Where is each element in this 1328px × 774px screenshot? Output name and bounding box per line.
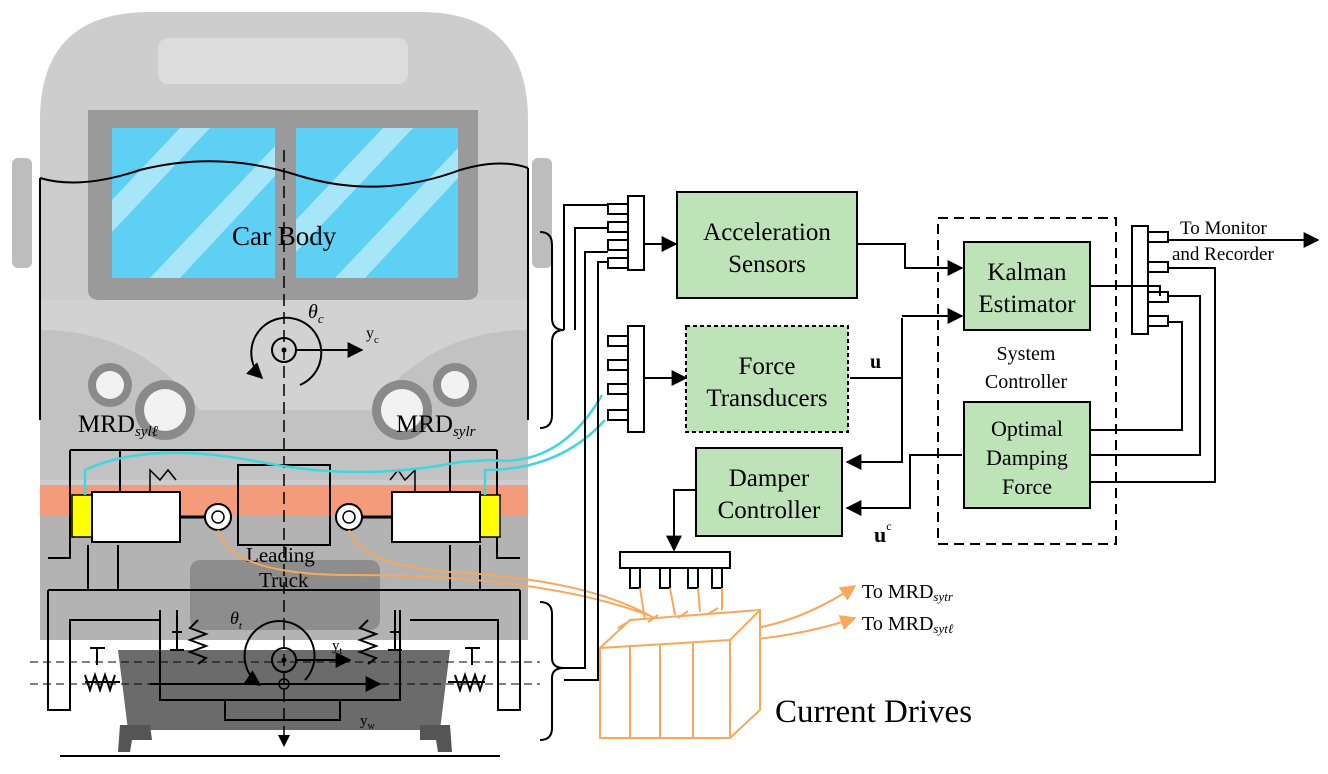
yc-label: yc bbox=[366, 325, 379, 346]
to-mrd-sytl-label: To MRDsytℓ bbox=[862, 613, 954, 636]
mrd-right-damper bbox=[335, 468, 501, 543]
black-signal-lines bbox=[563, 204, 1320, 681]
headlights bbox=[88, 363, 477, 440]
acceleration-sensors-line2: Sensors bbox=[728, 251, 806, 278]
optimal-damping-line3: Force bbox=[1002, 474, 1052, 499]
force-transducers-block: Force Transducers bbox=[685, 325, 849, 433]
car-body-rotation-symbol bbox=[246, 316, 364, 386]
damper-controller-line2: Controller bbox=[718, 497, 821, 524]
mrd-right-label: MRDsylr bbox=[396, 411, 476, 440]
train-illustration: θc yc Car Body bbox=[12, 12, 565, 757]
car-body-label: Car Body bbox=[232, 221, 337, 251]
left-handle bbox=[12, 158, 32, 268]
right-handle bbox=[532, 158, 552, 268]
acceleration-sensors-line1: Acceleration bbox=[703, 219, 831, 246]
connector-monitor-output bbox=[1131, 225, 1169, 335]
connector-current-drive bbox=[619, 551, 731, 589]
optimal-damping-line1: Optimal bbox=[991, 416, 1063, 441]
kalman-estimator-line2: Estimator bbox=[978, 291, 1076, 318]
truck-rotation-symbol bbox=[30, 620, 540, 692]
theta-t-label: θt bbox=[230, 608, 243, 632]
truck-brace bbox=[539, 601, 565, 741]
leading-truck-label-line2: Truck bbox=[259, 568, 309, 592]
yw-label: yw bbox=[360, 713, 376, 732]
system-controller-line2: Controller bbox=[985, 371, 1068, 393]
theta-c-label: θc bbox=[308, 301, 324, 326]
current-drives-label: Current Drives bbox=[775, 694, 972, 730]
rails bbox=[60, 725, 500, 757]
force-transducers-line2: Transducers bbox=[706, 385, 827, 412]
connector-sensor-input bbox=[607, 195, 645, 271]
u-signal-label: u bbox=[870, 351, 881, 373]
system-controller-group: System Controller bbox=[937, 217, 1117, 545]
roof-vent bbox=[158, 38, 408, 84]
optimal-damping-force-block: Optimal Damping Force bbox=[963, 401, 1091, 509]
mrd-left-label: MRDsylℓ bbox=[78, 411, 158, 440]
damper-controller-block: Damper Controller bbox=[695, 447, 843, 537]
truck-frame-dark bbox=[190, 560, 380, 630]
current-drives-hardware bbox=[599, 587, 761, 739]
system-controller-line1: System bbox=[997, 343, 1056, 365]
car-body-boundary bbox=[39, 160, 529, 188]
force-transducers-line1: Force bbox=[739, 353, 796, 380]
cyan-wires bbox=[83, 394, 606, 495]
kalman-estimator-line1: Kalman bbox=[987, 259, 1067, 286]
to-monitor-line2: and Recorder bbox=[1172, 244, 1274, 265]
uc-signal-label: uc bbox=[874, 519, 892, 547]
yt-label: yt bbox=[332, 638, 343, 657]
mrd-left-damper bbox=[71, 468, 232, 543]
damper-controller-line1: Damper bbox=[729, 465, 810, 492]
connector-force-input bbox=[607, 325, 645, 433]
to-mrd-sytr-label: To MRDsytr bbox=[862, 581, 954, 604]
acceleration-sensors-block: Acceleration Sensors bbox=[676, 191, 858, 299]
kalman-estimator-block: Kalman Estimator bbox=[963, 241, 1091, 331]
to-monitor-line1: To Monitor bbox=[1180, 218, 1267, 239]
optimal-damping-line2: Damping bbox=[986, 445, 1068, 470]
